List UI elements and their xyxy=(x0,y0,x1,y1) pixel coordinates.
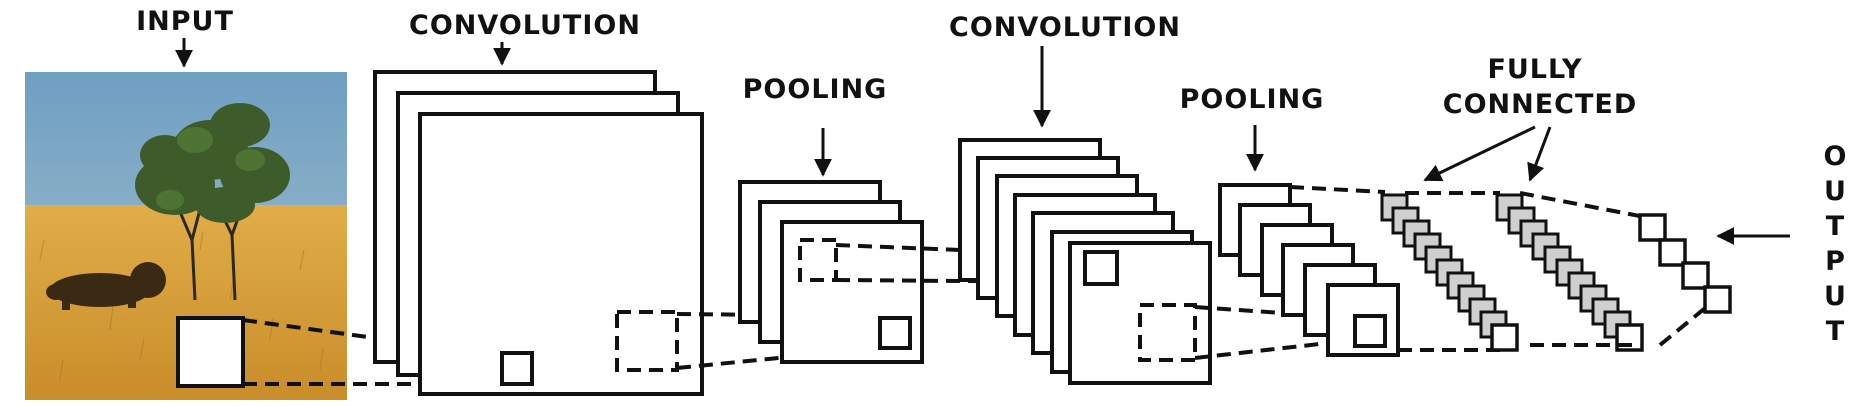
projection-fc2-bottom xyxy=(1658,298,1717,347)
fully-connected-arrow-2 xyxy=(1527,126,1552,182)
convolution-1-kernel xyxy=(500,351,534,386)
fully-connected-label-line2: CONNECTED xyxy=(1443,89,1638,120)
fully-connected-arrow-1 xyxy=(1423,125,1536,182)
projection-pool2-top xyxy=(1289,185,1386,194)
pool1-conv-window xyxy=(798,238,838,282)
output-letter: U xyxy=(1824,281,1846,312)
output-layer xyxy=(1638,213,1732,314)
pooling-2-label: POOLING xyxy=(1180,84,1325,115)
output-letter: T xyxy=(1826,211,1845,242)
fully-connected-layer-2 xyxy=(1495,193,1644,352)
input-image xyxy=(25,72,347,400)
pooling-2-feature-maps xyxy=(1218,183,1400,357)
convolution-2-label: CONVOLUTION xyxy=(949,12,1181,43)
projection-fc2-top xyxy=(1519,191,1651,220)
conv1-pool-window xyxy=(615,310,679,372)
output-letter: U xyxy=(1824,176,1846,207)
pooling-1-feature-maps xyxy=(738,180,924,364)
output-letter: P xyxy=(1825,246,1845,277)
convolution-1-feature-maps xyxy=(373,70,704,396)
conv2-pool-window xyxy=(1138,303,1197,362)
pooling-1-label: POOLING xyxy=(743,74,888,105)
input-receptive-field xyxy=(176,316,245,388)
convolution-1-label: CONVOLUTION xyxy=(409,10,641,41)
fully-connected-unit xyxy=(1490,323,1519,352)
fully-connected-layer-1 xyxy=(1380,193,1519,352)
convolution-2-feature-maps xyxy=(958,138,1212,385)
projection-conv1-bottom xyxy=(676,346,881,370)
output-label: O U T P U T xyxy=(1824,141,1847,347)
output-letter: T xyxy=(1826,316,1845,347)
convolution-2-kernel xyxy=(1083,250,1119,286)
input-label: INPUT xyxy=(136,6,234,37)
output-letter: O xyxy=(1824,141,1847,172)
fully-connected-label-line1: FULLY xyxy=(1487,54,1582,85)
pooling-1-window xyxy=(878,316,912,350)
pooling-2-window xyxy=(1353,314,1387,348)
